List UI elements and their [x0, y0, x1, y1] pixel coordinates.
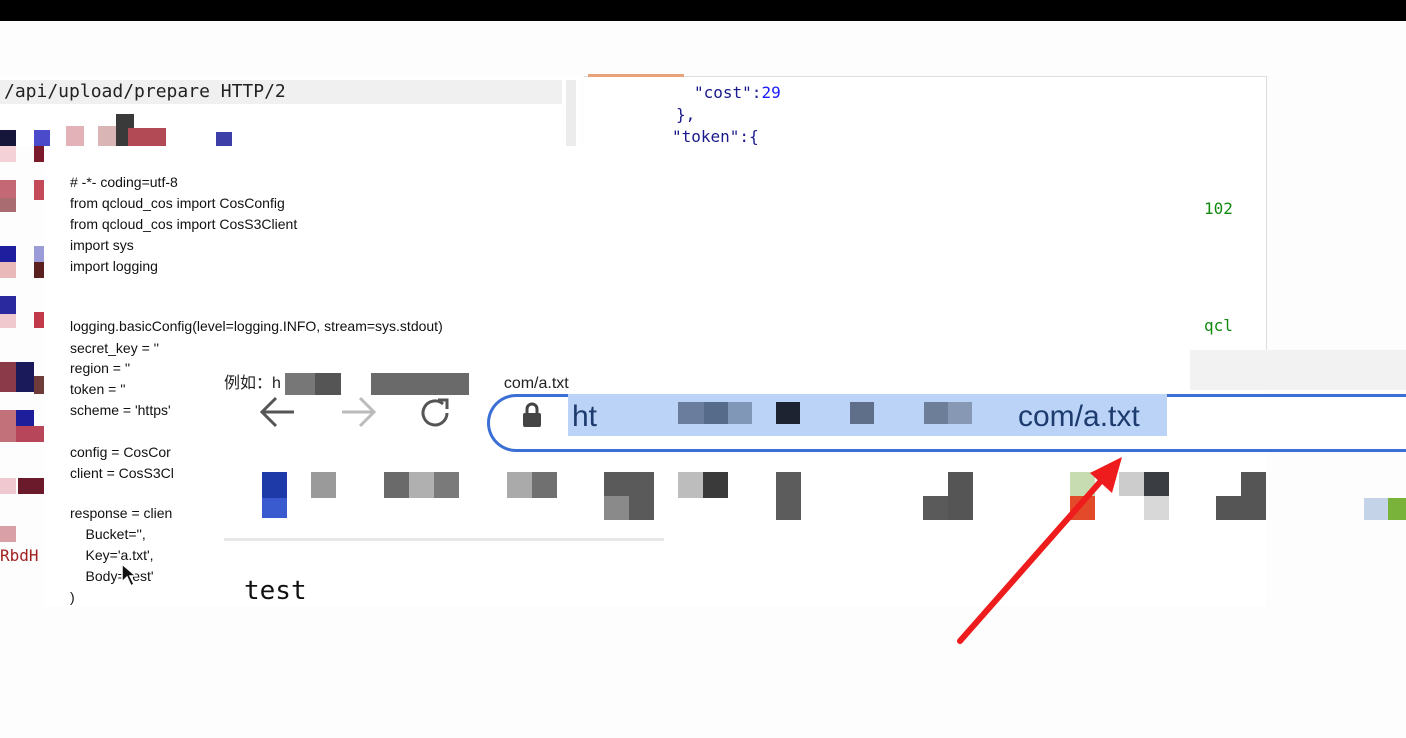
code-line: region = '' [70, 360, 131, 376]
json-cost-line: "cost":29 [694, 83, 781, 102]
code-line: client = CosS3Cl [70, 465, 174, 481]
red-annotation-arrow-icon [940, 445, 1140, 660]
active-tab-indicator [588, 74, 684, 77]
code-line: ) [70, 589, 75, 605]
example-hint: 例如：h com/a.txt [224, 369, 569, 395]
lock-icon[interactable] [521, 402, 543, 428]
code-line: from qcloud_cos import CosConfig [70, 195, 285, 211]
url-prefix: ht [572, 400, 598, 433]
code-line: # -*- coding=utf-8 [70, 174, 178, 190]
grey-strip [1190, 350, 1406, 390]
code-line: scheme = 'https' [70, 402, 171, 418]
json-close-brace: }, [676, 105, 696, 124]
code-line: import logging [70, 258, 158, 274]
top-black-bar [0, 0, 1406, 21]
code-line: secret_key = '' [70, 340, 159, 356]
code-line: Key='a.txt', [70, 547, 154, 563]
request-line: /api/upload/prepare HTTP/2 [0, 80, 562, 104]
right-value-qcl: qcl [1204, 316, 1233, 335]
back-arrow-icon[interactable] [258, 392, 298, 440]
truncated-request-text: RbdH [0, 546, 39, 565]
bookmark-icon[interactable] [262, 472, 287, 498]
page-body-text: test [244, 576, 307, 606]
code-line: response = clien [70, 505, 173, 521]
code-line: Bucket='', [70, 526, 146, 542]
right-value-102: 102 [1204, 199, 1233, 218]
code-line: config = CosCor [70, 444, 171, 460]
page-separator [224, 538, 664, 541]
code-line: from qcloud_cos import CosS3Client [70, 216, 298, 232]
code-line: logging.basicConfig(level=logging.INFO, … [70, 318, 443, 334]
url-suffix: com/a.txt [1018, 400, 1140, 433]
json-token-line: "token":{ [672, 127, 759, 146]
code-line: token = '' [70, 381, 126, 397]
forward-arrow-icon[interactable] [338, 392, 378, 440]
code-line: Body='test' [70, 568, 154, 584]
hint-suffix: com/a.txt [503, 375, 569, 392]
reload-icon[interactable] [416, 394, 454, 440]
redacted-hint [285, 372, 499, 395]
hint-prefix: 例如：h [224, 375, 281, 392]
request-scrollbar[interactable] [566, 80, 576, 146]
code-line: import sys [70, 237, 134, 253]
mouse-cursor-icon [120, 562, 139, 593]
